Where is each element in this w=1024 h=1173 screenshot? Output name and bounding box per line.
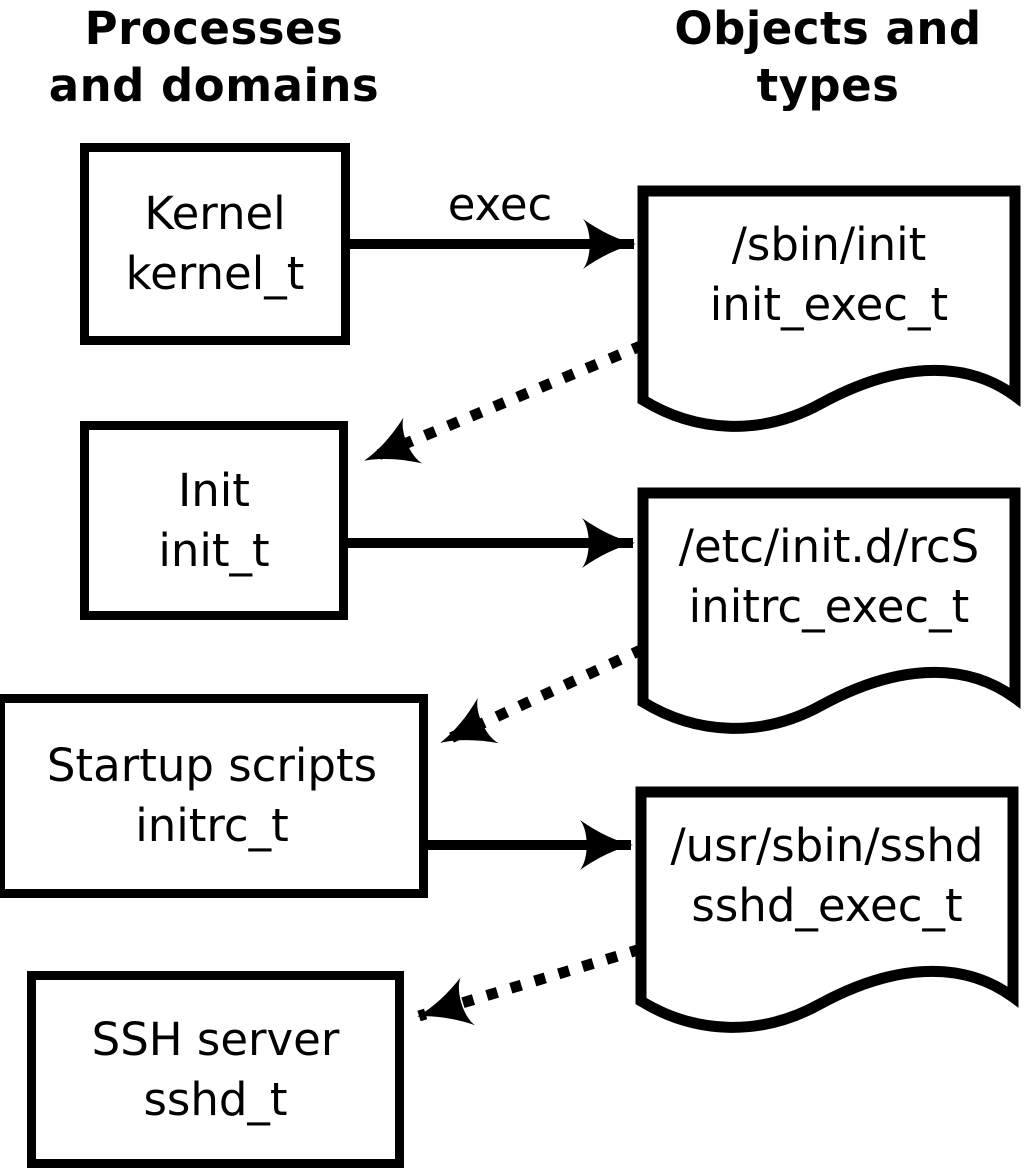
object-doc-text: /etc/init.d/rcS initrc_exec_t [637, 517, 1021, 637]
right-heading-line2: types [756, 59, 900, 112]
object-doc-usr-sbin-sshd: /usr/sbin/sshd sshd_exec_t [635, 786, 1019, 1038]
process-domain: init_t [158, 523, 270, 577]
document-shape-icon [635, 786, 1019, 1033]
left-column-heading: Processes and domains [28, 0, 400, 114]
transition-arrow-sbin-init-to-init-domain [363, 339, 646, 466]
left-heading-line1: Processes [84, 2, 344, 55]
document-shape-icon [637, 185, 1021, 432]
process-label: SSH server [91, 1012, 340, 1066]
object-path: /sbin/init [731, 218, 927, 271]
document-shape-icon [637, 487, 1021, 734]
process-box-startup-scripts: Startup scripts initrc_t [0, 694, 428, 898]
object-doc-sbin-init: /sbin/init init_exec_t [637, 185, 1021, 437]
right-heading-line1: Objects and [674, 2, 982, 55]
object-type: initrc_exec_t [688, 580, 970, 633]
process-label: Init [178, 463, 250, 517]
object-path: /etc/init.d/rcS [678, 520, 980, 573]
object-doc-etc-initd-rcs: /etc/init.d/rcS initrc_exec_t [637, 487, 1021, 739]
exec-arrow-label: exec [447, 178, 553, 231]
object-type: sshd_exec_t [691, 879, 963, 932]
object-path: /usr/sbin/sshd [670, 819, 984, 872]
process-domain: kernel_t [125, 247, 305, 300]
process-box-ssh-server: SSH server sshd_t [27, 971, 404, 1168]
process-domain: sshd_t [143, 1072, 288, 1126]
right-column-heading: Objects and types [642, 0, 1014, 114]
process-box-init: Init init_t [80, 421, 348, 620]
transition-arrow-sshd-to-sshd-domain [417, 943, 643, 1026]
object-type: init_exec_t [709, 278, 949, 331]
process-box-kernel: Kernel kernel_t [80, 143, 350, 345]
process-label: Startup scripts [46, 739, 378, 792]
left-heading-line2: and domains [48, 59, 380, 112]
process-domain: initrc_t [135, 799, 289, 852]
transition-arrow-rcs-to-initrc-domain [439, 644, 646, 747]
object-doc-text: /usr/sbin/sshd sshd_exec_t [635, 816, 1019, 936]
object-doc-text: /sbin/init init_exec_t [637, 215, 1021, 335]
process-label: Kernel [144, 187, 286, 240]
